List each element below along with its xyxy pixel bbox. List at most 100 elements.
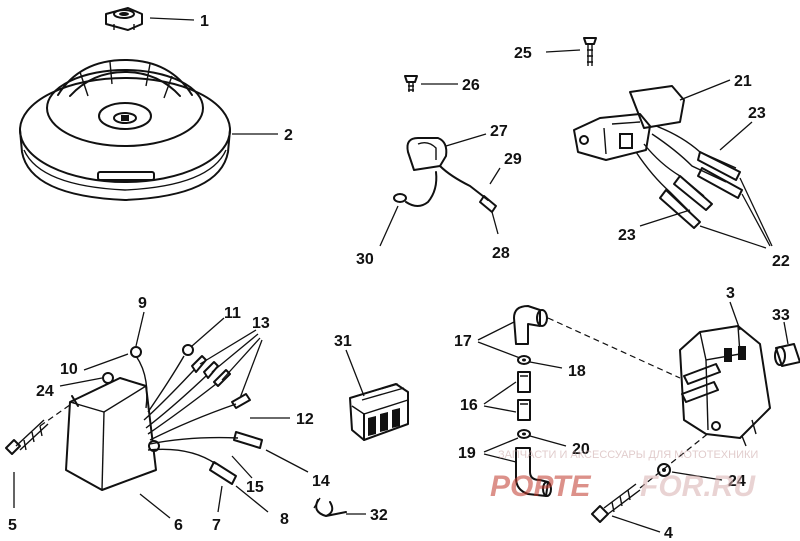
- label-6: 6: [174, 517, 183, 534]
- label-20: 20: [572, 441, 590, 458]
- bushing-33: [774, 343, 800, 367]
- watermark-caption: ЗАПЧАСТИ И АКСЕССУАРЫ ДЛЯ МОТОТЕХНИКИ: [498, 449, 758, 461]
- module-21: [573, 85, 743, 229]
- label-29: 29: [504, 151, 522, 168]
- label-4: 4: [664, 525, 673, 541]
- leader-30: [379, 205, 399, 247]
- label-5: 5: [8, 517, 17, 534]
- leader-18: [529, 361, 563, 369]
- label-11: 11: [224, 305, 241, 322]
- leader-15: [231, 455, 253, 479]
- leader-19a: [483, 437, 519, 453]
- leader-13c: [221, 337, 261, 381]
- timer-base-27: [393, 137, 497, 213]
- label-33: 33: [772, 307, 790, 324]
- leader-13d: [239, 339, 263, 399]
- leader-23b: [639, 209, 691, 227]
- label-26: 26: [462, 77, 480, 94]
- label-23b: 23: [618, 227, 636, 244]
- leader-16b: [483, 405, 517, 413]
- watermark-brand-left: РОРТЕ: [490, 470, 592, 503]
- label-9: 9: [138, 295, 147, 312]
- leader-22a: [741, 193, 771, 247]
- leader-7: [217, 485, 223, 513]
- label-19: 19: [458, 445, 476, 462]
- leader-31: [345, 349, 365, 397]
- boot-19: [515, 447, 552, 497]
- label-7: 7: [212, 517, 221, 534]
- label-15: 15: [246, 479, 264, 496]
- power-pack-6: [65, 344, 263, 491]
- label-10: 10: [60, 361, 78, 378]
- label-2: 2: [284, 127, 293, 144]
- label-32: 32: [370, 507, 388, 524]
- leader-27: [445, 133, 487, 147]
- leader-24a: [59, 377, 103, 387]
- leader-1: [149, 17, 195, 21]
- dash-17: [547, 317, 681, 379]
- label-14: 14: [312, 473, 330, 490]
- leader-20: [529, 435, 567, 447]
- leader-33: [783, 321, 789, 345]
- leader-10: [83, 353, 129, 371]
- leader-14: [265, 449, 309, 473]
- leader-24b: [671, 471, 723, 481]
- label-28: 28: [492, 245, 510, 262]
- label-3: 3: [726, 285, 735, 302]
- label-24b: 24: [728, 473, 746, 490]
- label-21: 21: [734, 73, 752, 90]
- dash-4: [639, 431, 711, 489]
- label-18: 18: [568, 363, 586, 380]
- label-16: 16: [460, 397, 478, 414]
- leader-17b: [477, 341, 521, 359]
- watermark-brand-right: FOR.RU: [640, 470, 756, 503]
- leader-16a: [483, 381, 517, 405]
- ignition-coil-3: [679, 325, 771, 447]
- leader-17a: [477, 321, 515, 341]
- leader-19b: [483, 453, 517, 463]
- leader-28: [491, 211, 499, 235]
- terminal-block-31: [349, 383, 409, 441]
- flywheel: [19, 59, 231, 201]
- label-17: 17: [454, 333, 472, 350]
- leader-23a: [719, 121, 753, 151]
- leader-13a: [199, 329, 257, 365]
- screw-4: [591, 483, 641, 523]
- label-31: 31: [334, 333, 352, 350]
- leader-29: [489, 167, 501, 185]
- label-30: 30: [356, 251, 374, 268]
- label-23a: 23: [748, 105, 766, 122]
- leader-25: [545, 49, 581, 53]
- leader-13b: [211, 333, 259, 373]
- watermark: ЗАПЧАСТИ И АКСЕССУАРЫ ДЛЯ МОТОТЕХНИКИ РО…: [490, 449, 758, 503]
- boot-17: [513, 305, 548, 345]
- label-13: 13: [252, 315, 270, 332]
- label-24a: 24: [36, 383, 54, 400]
- leader-21: [679, 79, 731, 101]
- leader-22c: [699, 225, 767, 249]
- leader-22b: [739, 177, 773, 247]
- spring-20: [517, 429, 531, 439]
- screw-26: [404, 75, 418, 92]
- tube-16: [517, 371, 531, 421]
- label-8: 8: [280, 511, 289, 528]
- label-25: 25: [514, 45, 532, 62]
- spring-18: [517, 355, 531, 365]
- leader-11: [191, 317, 225, 347]
- label-12: 12: [296, 411, 314, 428]
- flywheel-nut: [105, 7, 143, 31]
- label-27: 27: [490, 123, 508, 140]
- washer-24a: [102, 372, 114, 384]
- label-1: 1: [200, 13, 209, 30]
- leader-3: [729, 301, 741, 331]
- leader-6: [139, 493, 171, 519]
- screw-25: [583, 37, 597, 66]
- screw-5: [5, 419, 49, 455]
- leader-4: [611, 515, 661, 533]
- leader-9: [135, 311, 145, 347]
- dash-5: [39, 401, 75, 427]
- clip-32: [313, 497, 347, 517]
- leader-8: [235, 485, 269, 513]
- label-22: 22: [772, 253, 790, 270]
